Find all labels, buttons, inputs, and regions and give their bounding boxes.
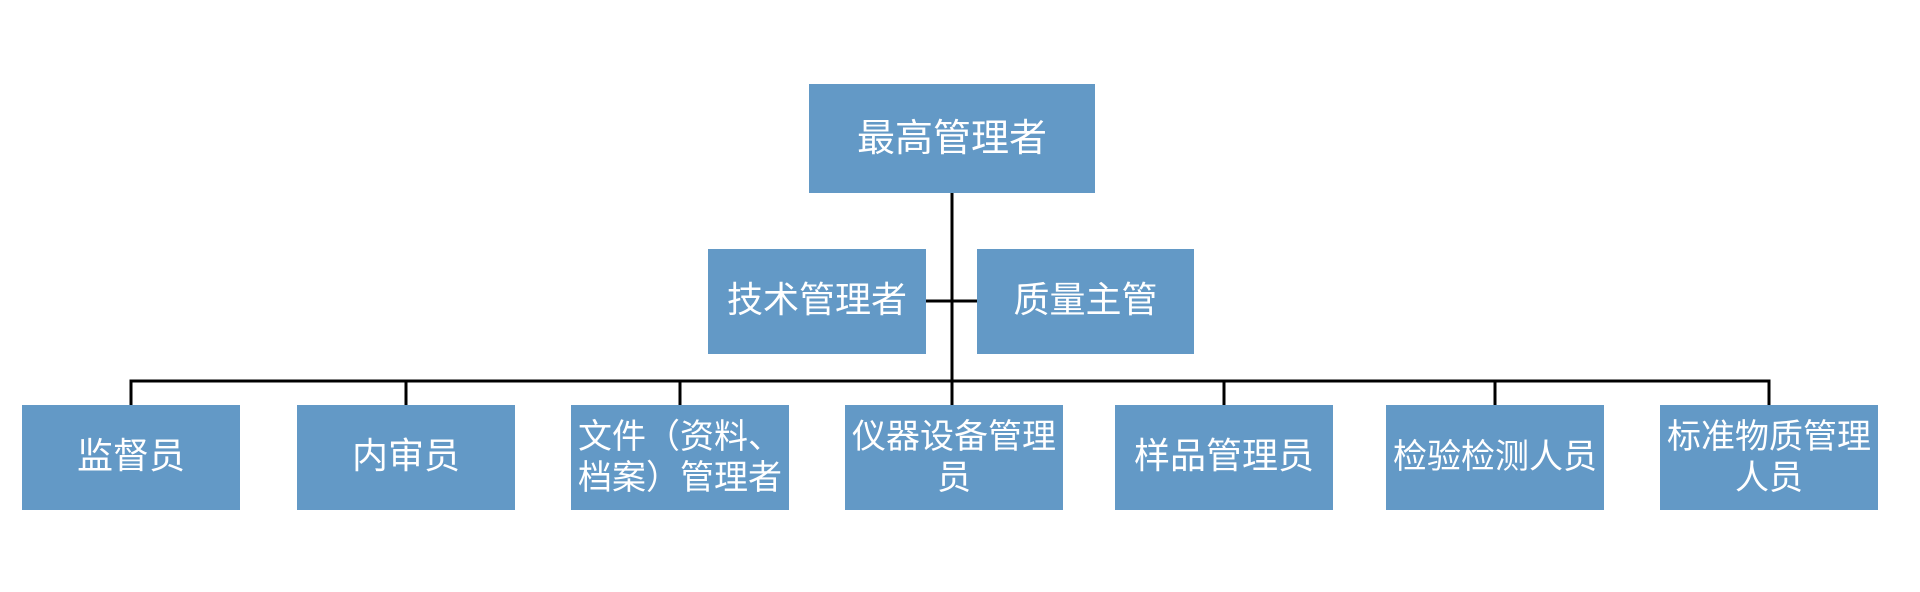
node-internal-auditor: 内审员 <box>297 405 515 510</box>
node-internal-auditor-label: 内审员 <box>351 436 460 478</box>
node-document-manager-label: 文件（资料、档案）管理者 <box>578 417 782 498</box>
node-reference-material-manager-label: 标准物质管理人员 <box>1667 417 1871 498</box>
node-supervisor-label: 监督员 <box>76 436 185 478</box>
node-supervisor: 监督员 <box>22 405 240 510</box>
node-sample-manager-label: 样品管理员 <box>1133 436 1314 478</box>
node-reference-material-manager: 标准物质管理人员 <box>1660 405 1878 510</box>
node-sample-manager: 样品管理员 <box>1115 405 1333 510</box>
node-testing-staff: 检验检测人员 <box>1386 405 1604 510</box>
node-instrument-manager: 仪器设备管理员 <box>845 405 1063 510</box>
node-quality-supervisor-label: 质量主管 <box>1013 280 1158 322</box>
node-document-manager: 文件（资料、档案）管理者 <box>571 405 789 510</box>
node-instrument-manager-label: 仪器设备管理员 <box>852 417 1056 498</box>
node-quality-supervisor: 质量主管 <box>977 249 1194 354</box>
node-top-management: 最高管理者 <box>809 84 1095 193</box>
node-top-management-label: 最高管理者 <box>856 116 1047 161</box>
node-technical-manager: 技术管理者 <box>708 249 926 354</box>
node-testing-staff-label: 检验检测人员 <box>1393 437 1597 478</box>
node-technical-manager-label: 技术管理者 <box>726 280 907 322</box>
